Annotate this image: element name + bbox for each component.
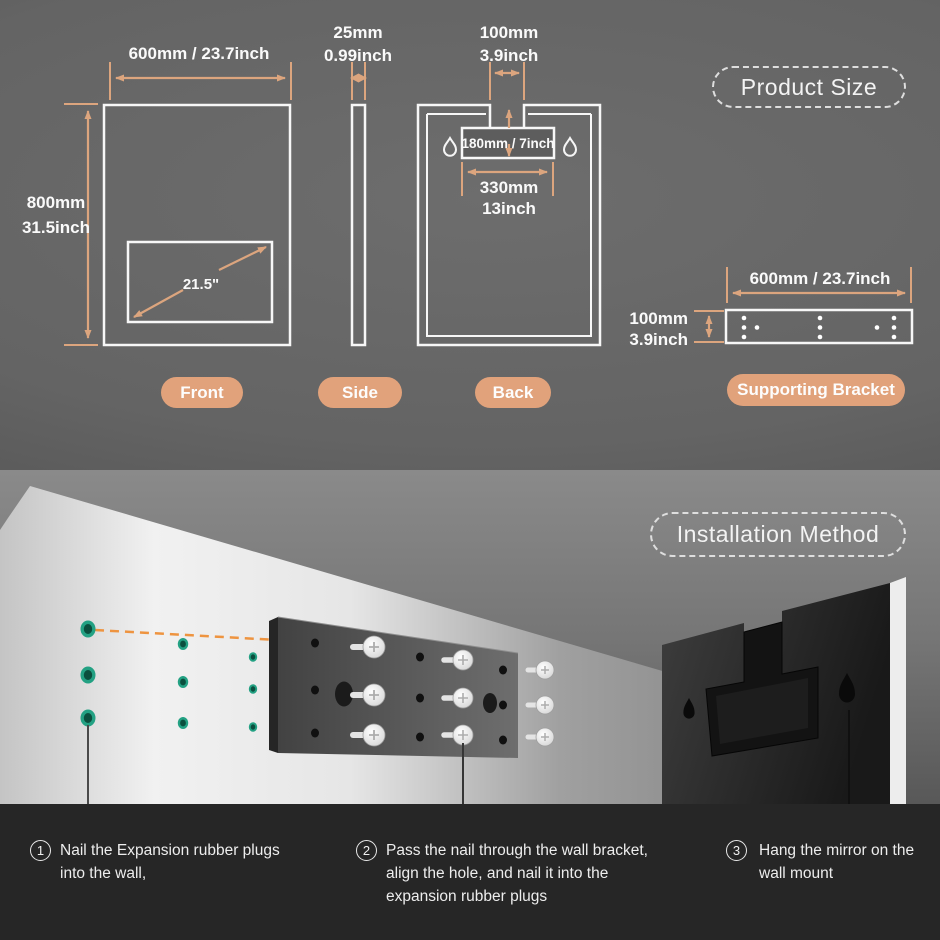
back-hanger-inch-label: 3.9inch — [480, 46, 539, 65]
bracket-outline — [724, 308, 914, 345]
plug — [177, 676, 189, 688]
installation-scene — [0, 470, 940, 804]
nail — [350, 723, 386, 747]
nail — [441, 724, 474, 746]
leader-line-step3 — [848, 710, 850, 835]
keyhole-drop-icon — [442, 135, 458, 157]
step-3-number: 3 — [726, 840, 747, 861]
back-outer-outline — [416, 103, 602, 347]
bracket-height-inch-label: 3.9inch — [629, 330, 688, 349]
side-thickness-diamond — [350, 73, 367, 83]
leader-line-step2 — [462, 743, 464, 835]
plug — [177, 638, 189, 650]
nail — [441, 649, 474, 671]
bracket-view-diagram: 600mm / 23.7inch 100mm 3.9inch — [629, 267, 914, 349]
front-diagonal-label: 21.5" — [183, 276, 219, 293]
step-2-text: Pass the nail through the wall bracket, … — [386, 842, 648, 905]
installation-render — [0, 470, 940, 804]
plug — [80, 620, 96, 638]
nail — [441, 687, 474, 709]
tab-front: Front — [161, 377, 243, 408]
keyhole-drop-icon — [562, 135, 578, 157]
dimension-diagram: 21.5" 600mm / 23.7inch 800mm 31.5inch — [22, 23, 914, 349]
plug — [80, 666, 96, 684]
installation-step-2: 2 Pass the nail through the wall bracket… — [356, 839, 672, 908]
step-2-number: 2 — [356, 840, 377, 861]
bracket-keyhole-slot — [335, 681, 353, 707]
side-thickness-inch-label: 0.99inch — [324, 46, 392, 65]
nail — [525, 727, 555, 747]
side-thickness-mm-label: 25mm — [333, 23, 382, 42]
front-height-mm-label: 800mm — [27, 193, 86, 212]
expansion-plugs — [80, 620, 258, 732]
nail — [525, 695, 555, 715]
plug — [80, 709, 96, 727]
bracket-height-mm-label: 100mm — [629, 309, 688, 328]
back-span-mm-label: 330mm — [480, 178, 539, 197]
tab-back: Back — [475, 377, 551, 408]
bracket-width-label: 600mm / 23.7inch — [750, 269, 891, 288]
plug — [248, 722, 258, 732]
nail — [350, 635, 386, 659]
back-view-diagram: 100mm 3.9inch 180mm / 7inch 330mm 13inch — [416, 23, 602, 347]
plug — [248, 684, 258, 694]
back-bracket-box-label: 180mm / 7inch — [461, 136, 554, 151]
back-inner-outline — [426, 113, 592, 337]
mirror-keyhole-right — [839, 673, 855, 703]
nails — [350, 635, 555, 747]
bracket-keyhole-slot — [483, 693, 497, 713]
back-span-inch-label: 13inch — [482, 199, 536, 218]
step-1-text: Nail the Expansion rubber plugs into the… — [60, 842, 280, 882]
front-width-label: 600mm / 23.7inch — [129, 44, 270, 63]
front-view-diagram: 21.5" 600mm / 23.7inch 800mm 31.5inch — [22, 44, 292, 347]
step-3-text: Hang the mirror on the wall mount — [759, 842, 915, 882]
nail — [525, 660, 555, 680]
plug — [248, 652, 258, 662]
tab-supporting-bracket: Supporting Bracket — [727, 374, 905, 406]
installation-method-title: Installation Method — [650, 512, 906, 557]
installation-step-1: 1 Nail the Expansion rubber plugs into t… — [30, 839, 298, 885]
mirror-keyhole-left — [683, 698, 695, 719]
nail — [350, 683, 386, 707]
product-size-title: Product Size — [712, 66, 906, 108]
side-outline — [350, 103, 367, 347]
step-1-number: 1 — [30, 840, 51, 861]
front-height-inch-label: 31.5inch — [22, 218, 90, 237]
product-size-section: 21.5" 600mm / 23.7inch 800mm 31.5inch — [0, 0, 940, 470]
front-mirror-outline — [102, 103, 292, 347]
side-view-diagram: 25mm 0.99inch — [324, 23, 392, 347]
leader-line-step1 — [87, 725, 89, 835]
diagonal-arrow-lower — [133, 289, 184, 318]
back-hanger-mm-label: 100mm — [480, 23, 539, 42]
mirror-back — [662, 577, 906, 804]
front-display-outline — [126, 240, 274, 324]
installation-step-3: 3 Hang the mirror on the wall mount — [726, 839, 927, 885]
plug — [177, 717, 189, 729]
bracket-hole-dots — [741, 315, 897, 340]
mirror-edge — [890, 577, 906, 804]
tab-side: Side — [318, 377, 402, 408]
diagonal-arrow-upper — [218, 246, 267, 271]
bracket-holes — [311, 638, 507, 745]
instructions-strip: 1 Nail the Expansion rubber plugs into t… — [0, 804, 940, 940]
wall-bracket — [269, 616, 519, 758]
